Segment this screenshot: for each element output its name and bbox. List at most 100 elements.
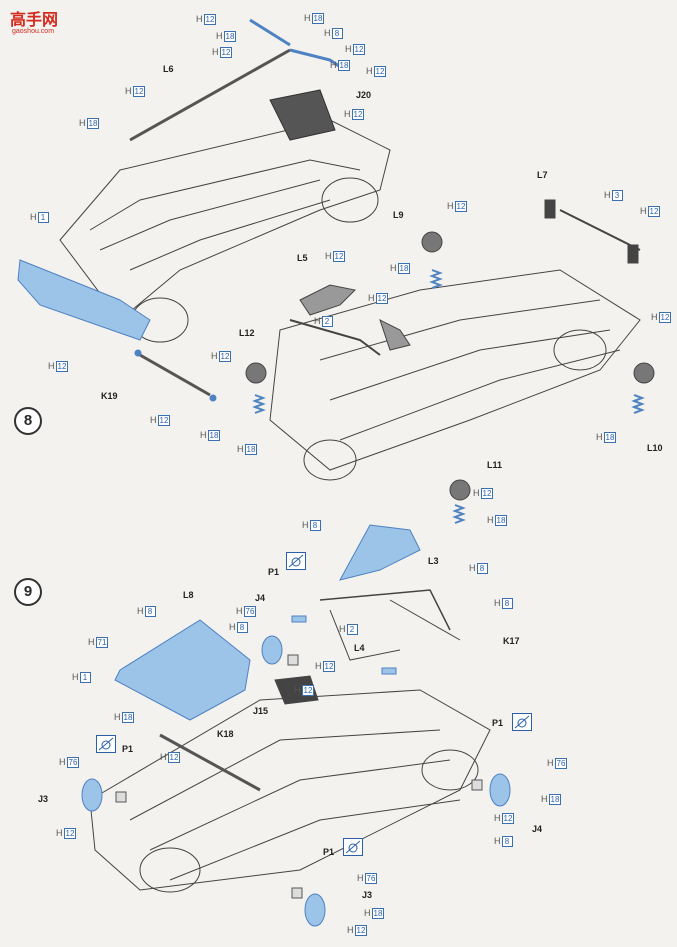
undercover-part xyxy=(114,619,251,721)
callout-number: 12 xyxy=(157,415,171,426)
callout-prefix: H xyxy=(366,66,373,76)
part-code-label: L3 xyxy=(428,556,439,566)
callout-number: 76 xyxy=(243,606,257,617)
callout-number: 12 xyxy=(322,661,336,672)
callout-number: 18 xyxy=(244,444,258,455)
callout-prefix: H xyxy=(59,757,66,767)
callout-number: 2 xyxy=(346,624,358,635)
callout-number: 12 xyxy=(301,685,315,696)
callout-number: 12 xyxy=(351,109,365,120)
callout-number: 8 xyxy=(501,598,513,609)
callout-prefix: H xyxy=(88,637,95,647)
callout-prefix: H xyxy=(229,622,236,632)
part-code-label: L9 xyxy=(393,210,404,220)
callout-prefix: H xyxy=(314,316,321,326)
part-code-label: L4 xyxy=(354,643,365,653)
callout-prefix: H xyxy=(72,672,79,682)
no-glue-icon xyxy=(286,552,306,570)
callout-number: 8 xyxy=(476,563,488,574)
callout-number: 12 xyxy=(167,752,181,763)
part-code-label: J4 xyxy=(532,824,543,834)
part-code-label: L7 xyxy=(537,170,548,180)
callout-prefix: H xyxy=(200,430,207,440)
chassis-step9 xyxy=(89,689,491,891)
callout-number: 18 xyxy=(548,794,562,805)
chassis-lower-right xyxy=(269,269,641,471)
part-code-label: L6 xyxy=(163,64,174,74)
callout-prefix: H xyxy=(125,86,132,96)
callout-number: 8 xyxy=(309,520,321,531)
callout-prefix: H xyxy=(304,13,311,23)
callout-number: 8 xyxy=(144,606,156,617)
part-code-label: P1 xyxy=(323,847,335,857)
callout-prefix: H xyxy=(137,606,144,616)
callout-prefix: H xyxy=(357,873,364,883)
no-glue-icon xyxy=(512,713,532,731)
callout-prefix: H xyxy=(339,624,346,634)
part-code-label: J3 xyxy=(38,794,49,804)
part-code-label: J20 xyxy=(356,90,372,100)
callout-number: 12 xyxy=(647,206,661,217)
callout-prefix: H xyxy=(237,444,244,454)
callout-number: 12 xyxy=(373,66,387,77)
callout-prefix: H xyxy=(487,515,494,525)
callout-number: 12 xyxy=(55,361,69,372)
callout-prefix: H xyxy=(216,31,223,41)
callout-prefix: H xyxy=(330,60,337,70)
part-code-label: L8 xyxy=(183,590,194,600)
callout-number: 2 xyxy=(321,316,333,327)
callout-number: 12 xyxy=(454,201,468,212)
watermark-logo: 高手网 gaoshou.com xyxy=(6,6,70,40)
chassis-upper-left xyxy=(59,119,391,321)
callout-number: 18 xyxy=(86,118,100,129)
watermark-url: gaoshou.com xyxy=(12,28,55,35)
part-code-label: J15 xyxy=(253,706,269,716)
callout-prefix: H xyxy=(390,263,397,273)
callout-prefix: H xyxy=(364,908,371,918)
callout-prefix: H xyxy=(651,312,658,322)
callout-prefix: H xyxy=(541,794,548,804)
callout-prefix: H xyxy=(211,351,218,361)
callout-prefix: H xyxy=(547,758,554,768)
callout-number: 12 xyxy=(218,351,232,362)
callout-prefix: H xyxy=(30,212,37,222)
callout-prefix: H xyxy=(160,752,167,762)
callout-prefix: H xyxy=(368,293,375,303)
callout-prefix: H xyxy=(494,813,501,823)
watermark-brand: 高手网 xyxy=(10,10,59,29)
callout-prefix: H xyxy=(212,47,219,57)
callout-number: 12 xyxy=(63,828,77,839)
callout-prefix: H xyxy=(302,520,309,530)
callout-number: 18 xyxy=(397,263,411,274)
step-number-8: 8 xyxy=(14,407,42,435)
callout-prefix: H xyxy=(325,251,332,261)
callout-prefix: H xyxy=(494,598,501,608)
callout-prefix: H xyxy=(473,488,480,498)
callout-number: 76 xyxy=(66,757,80,768)
callout-number: 18 xyxy=(603,432,617,443)
callout-number: 18 xyxy=(337,60,351,71)
callout-number: 1 xyxy=(79,672,91,683)
